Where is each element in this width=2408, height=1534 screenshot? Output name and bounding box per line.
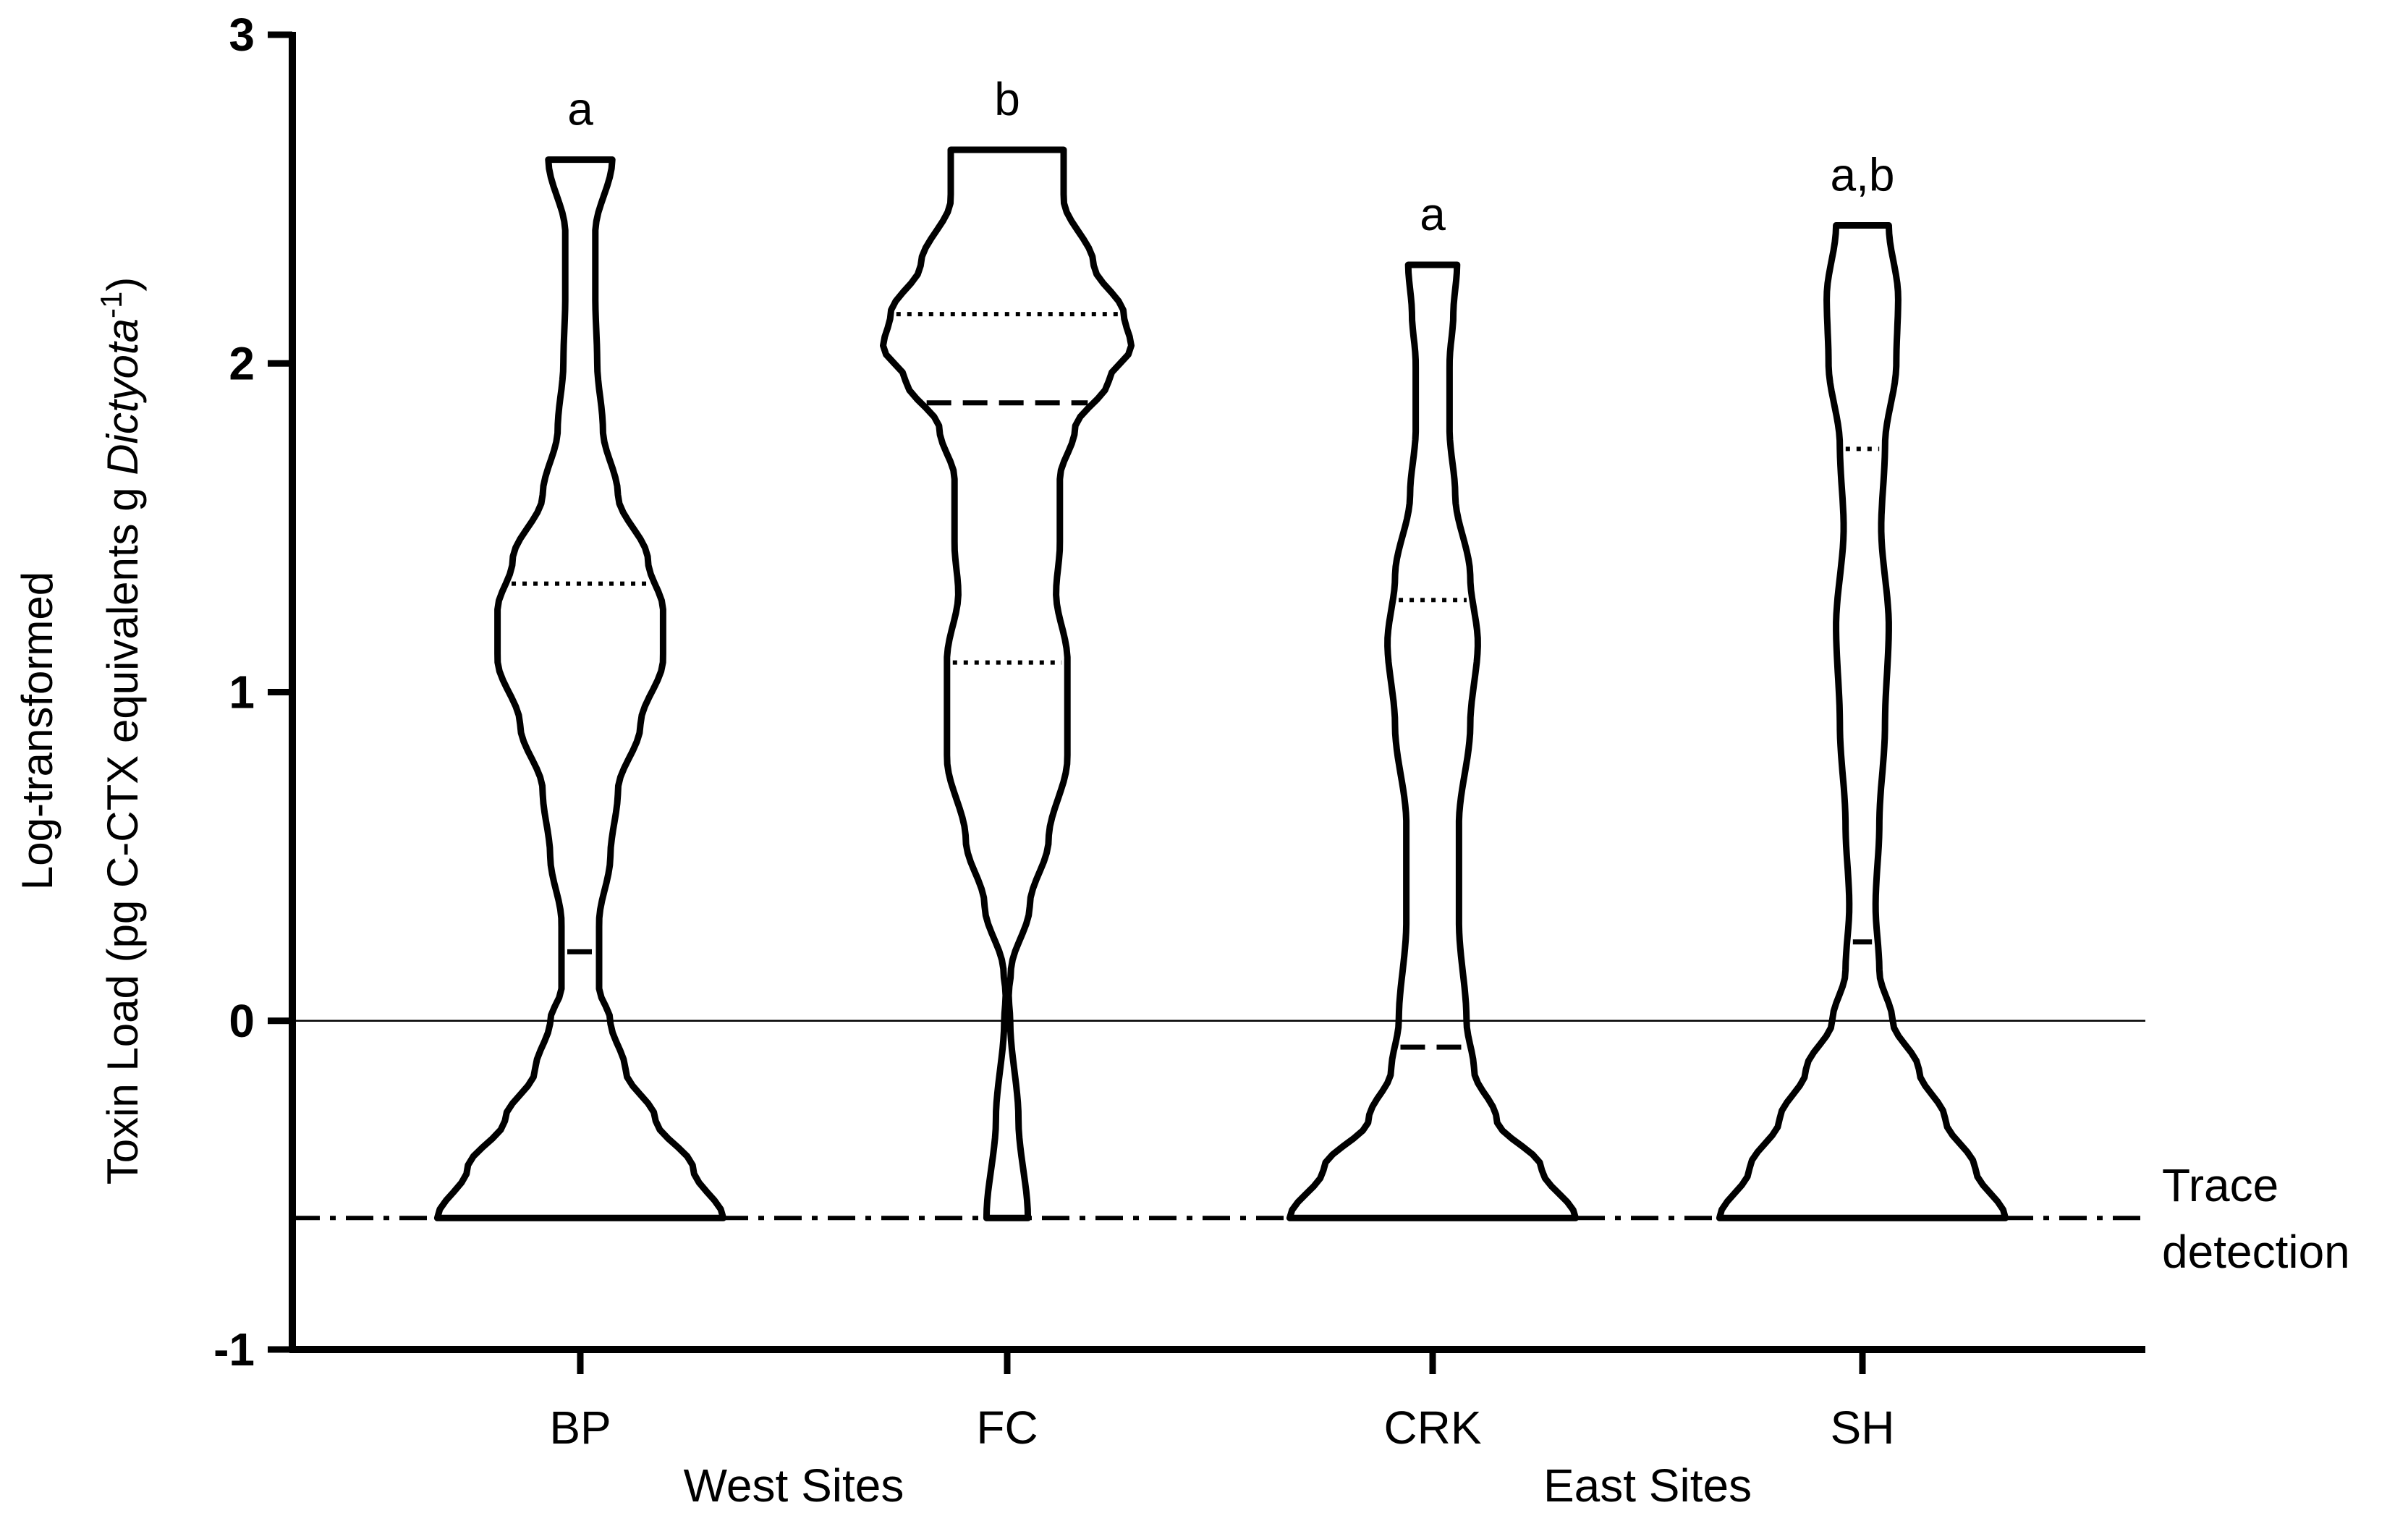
- violin-outline: [1286, 261, 1580, 1221]
- y-axis-title: Log-transformed Toxin Load (pg C-CTX equ…: [13, 277, 147, 1185]
- x-axis-labels: BP FC CRK SH West Sites East Sites: [549, 1349, 1894, 1512]
- violin-outline: [433, 156, 727, 1221]
- significance-label: b: [994, 73, 1020, 125]
- y-tick-label: 0: [229, 995, 255, 1047]
- y-axis-title-superscript: -1: [94, 292, 128, 318]
- group-label: West Sites: [684, 1459, 904, 1512]
- y-axis-title-line2: Toxin Load (pg C-CTX equivalents g Dicty…: [94, 277, 147, 1185]
- violin-sh: a,b: [1716, 148, 2009, 1221]
- y-axis-title-italic: Dictyota: [98, 318, 147, 475]
- y-axis-title-suffix: ): [98, 277, 147, 292]
- y-axis-ticks: -1 0 1 2 3: [213, 9, 292, 1376]
- significance-label: a: [1420, 188, 1446, 240]
- y-tick-label: 3: [229, 9, 255, 61]
- x-tick-label: FC: [976, 1402, 1038, 1454]
- violin-crk: a: [1286, 188, 1580, 1221]
- violin-fc: b: [880, 73, 1135, 1221]
- y-tick-label: 2: [229, 337, 255, 389]
- y-tick-label: 1: [229, 666, 255, 719]
- significance-label: a: [567, 83, 593, 135]
- violin-outline: [1716, 222, 2009, 1221]
- trace-label-line2: detection: [2162, 1226, 2350, 1278]
- group-label: East Sites: [1543, 1459, 1752, 1512]
- y-tick-label: -1: [213, 1323, 255, 1376]
- axes: [289, 32, 2145, 1353]
- trace-label-line1: Trace: [2162, 1159, 2278, 1211]
- violins: a b a a,b: [433, 73, 2009, 1221]
- violin-bp: a: [433, 83, 727, 1221]
- x-tick-label: CRK: [1383, 1402, 1481, 1454]
- violin-outline: [880, 146, 1135, 1221]
- y-axis-title-line1: Log-transformed: [13, 572, 62, 890]
- x-tick-label: BP: [549, 1402, 611, 1454]
- significance-label: a,b: [1831, 148, 1895, 200]
- reference-lines: [292, 1020, 2145, 1221]
- trace-detection-annotation: Trace detection: [2162, 1159, 2350, 1278]
- y-axis-title-prefix: Toxin Load (pg C-CTX equivalents g: [98, 475, 147, 1185]
- x-tick-label: SH: [1831, 1402, 1895, 1454]
